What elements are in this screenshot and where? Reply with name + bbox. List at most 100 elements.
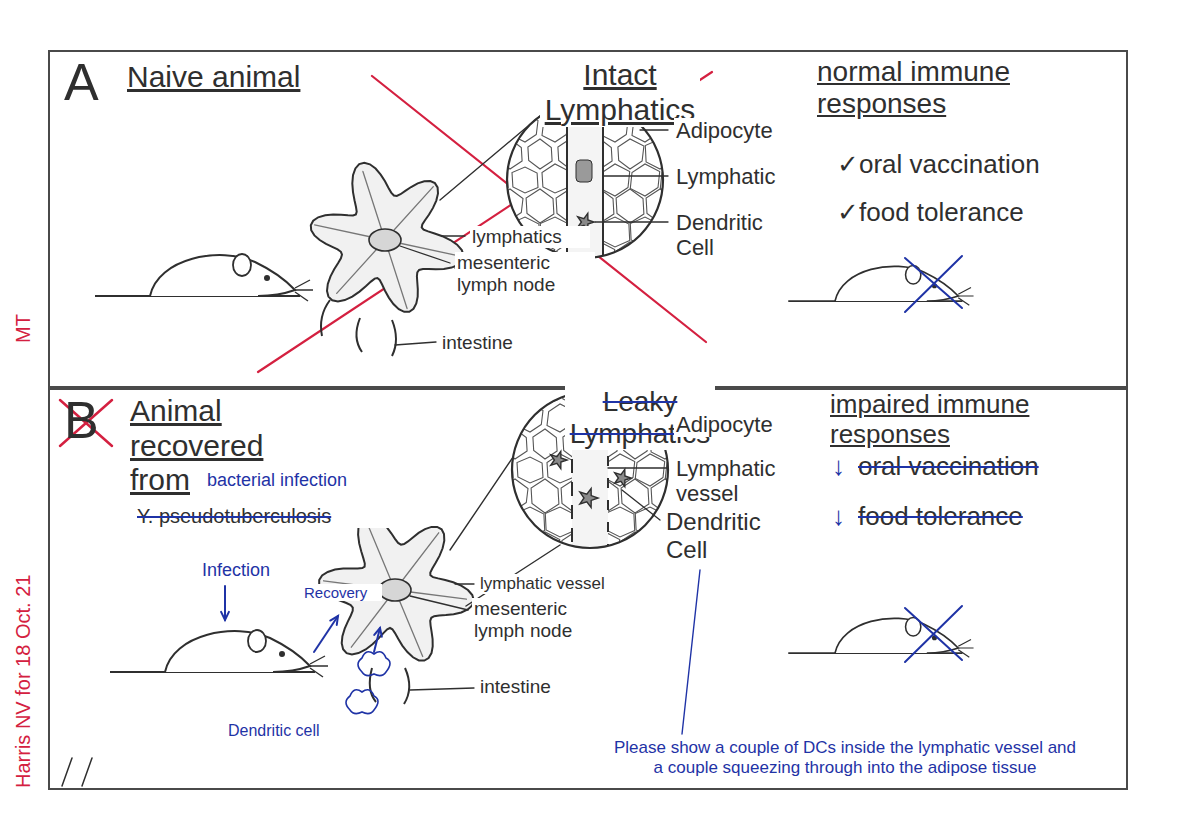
adipocyte-cell	[707, 89, 733, 115]
adipocyte-cell	[517, 457, 543, 483]
adipocyte-cell	[636, 557, 664, 591]
mouse-sketch	[95, 254, 313, 301]
outcome-text: ✓food tolerance	[835, 198, 1115, 228]
adipocyte-cell	[638, 351, 662, 381]
adipocyte-cell	[645, 242, 674, 274]
intestine-loop	[311, 163, 464, 312]
dendritic-cell-sketch	[551, 451, 567, 468]
adipocyte-cell	[635, 454, 664, 486]
lymph-node-sketch	[369, 229, 401, 251]
adipocyte-cell	[608, 351, 632, 381]
adipocyte-cell	[487, 457, 513, 483]
adipocyte-cell	[455, 507, 484, 537]
leader-line	[410, 688, 474, 690]
annotation-note: Infection	[200, 560, 300, 581]
part-label: mesenteric lymph node	[455, 252, 595, 296]
leader-line	[400, 246, 450, 263]
annotation-note: bacterial infection	[205, 470, 405, 491]
arrow-head	[221, 612, 229, 620]
part-label: intestine	[478, 676, 598, 698]
leader-line	[455, 583, 474, 584]
part-label: Adipocyte	[674, 412, 794, 437]
part-label: Adipocyte	[674, 118, 794, 143]
leader-line	[682, 570, 700, 734]
mouse-sketch	[788, 617, 973, 657]
adipocyte-cell	[526, 189, 554, 223]
adipocyte-cell	[517, 404, 543, 432]
adipocyte-cell	[615, 242, 644, 274]
adipocyte-cell	[472, 482, 498, 510]
mouse-body	[150, 255, 295, 296]
adipocyte-cell	[468, 139, 492, 169]
panel-heading: Intact Lymphatics	[540, 58, 700, 127]
leader-line	[603, 175, 668, 176]
leader-line	[595, 221, 668, 222]
adipocyte-cell	[605, 454, 634, 486]
intestine-tube	[404, 668, 409, 704]
adipocyte-cell	[457, 457, 483, 483]
mouse-eye	[279, 651, 285, 657]
adipocyte-cell	[646, 189, 674, 223]
adipocyte-cell	[620, 532, 649, 564]
adipocyte-cell	[483, 61, 507, 91]
adipocyte-cell	[503, 429, 527, 459]
leader-line	[395, 342, 436, 345]
panel-letter: B	[64, 392, 99, 449]
margin-note: MT	[12, 312, 35, 345]
annotation-note: Recovery	[302, 584, 382, 601]
annotation-note: Please show a couple of DCs inside the l…	[610, 738, 1080, 777]
adipocyte-cell	[605, 507, 634, 537]
panel-letter: A	[64, 54, 99, 111]
adipocyte-cell	[542, 164, 570, 193]
part-label: Lymphatic	[674, 164, 794, 189]
intestine-tube	[321, 300, 330, 336]
part-label: lymphatics	[470, 226, 590, 248]
cross-out-mark	[905, 606, 962, 662]
dendritic-cell-sketch	[358, 652, 390, 676]
leader-line	[622, 490, 660, 520]
annotation-note: Dendritic cell	[226, 722, 344, 740]
mouse-ear	[248, 630, 266, 652]
leader-line	[608, 467, 668, 468]
leader-line	[442, 235, 465, 236]
struck-text: Y. pseudotuberculosis	[135, 505, 395, 528]
part-label: Lymphatic vessel	[674, 456, 784, 507]
adipocyte-cell	[578, 351, 602, 381]
arrow-head	[374, 628, 382, 637]
adipocyte-cell	[473, 429, 497, 459]
struck-text: food tolerance	[856, 502, 1116, 532]
arrow-symbol: ↓	[830, 452, 854, 482]
sketch-arrow	[314, 616, 338, 652]
adipocyte-cell	[482, 114, 508, 142]
adipocyte-cell	[545, 507, 574, 537]
adipocyte-cell	[601, 267, 629, 301]
adipocyte-cell	[600, 164, 629, 196]
part-label: lymphatic vessel	[478, 574, 618, 594]
adipocyte-cell	[512, 114, 538, 142]
adipocyte-cell	[452, 114, 478, 142]
panel-heading: Naive animal	[125, 60, 305, 95]
adipocyte-cell	[467, 192, 493, 220]
adipocyte-cell	[530, 532, 559, 564]
mouse-body	[835, 266, 958, 301]
arrow-head	[330, 616, 338, 625]
outcome-text: ✓oral vaccination	[835, 150, 1115, 180]
adipocyte-cell	[618, 139, 644, 169]
adipocyte-cell	[512, 167, 538, 193]
intestine-tube	[356, 318, 362, 352]
sketch-arrow	[224, 586, 226, 620]
cross-out-mark	[905, 256, 962, 312]
adipocyte-cell	[630, 164, 659, 196]
vessel-valve	[576, 160, 592, 182]
adipocyte-cell	[496, 189, 523, 220]
adipocyte-cell	[502, 379, 528, 405]
adipocyte-cell	[518, 351, 542, 381]
part-label: intestine	[440, 332, 560, 354]
adipocyte-cell	[500, 532, 529, 564]
mouse-body	[165, 631, 310, 672]
tick-mark	[82, 758, 92, 786]
adipocyte-cell	[498, 139, 522, 169]
adipocyte-cell	[485, 507, 514, 537]
adipocyte-cell	[616, 189, 644, 223]
